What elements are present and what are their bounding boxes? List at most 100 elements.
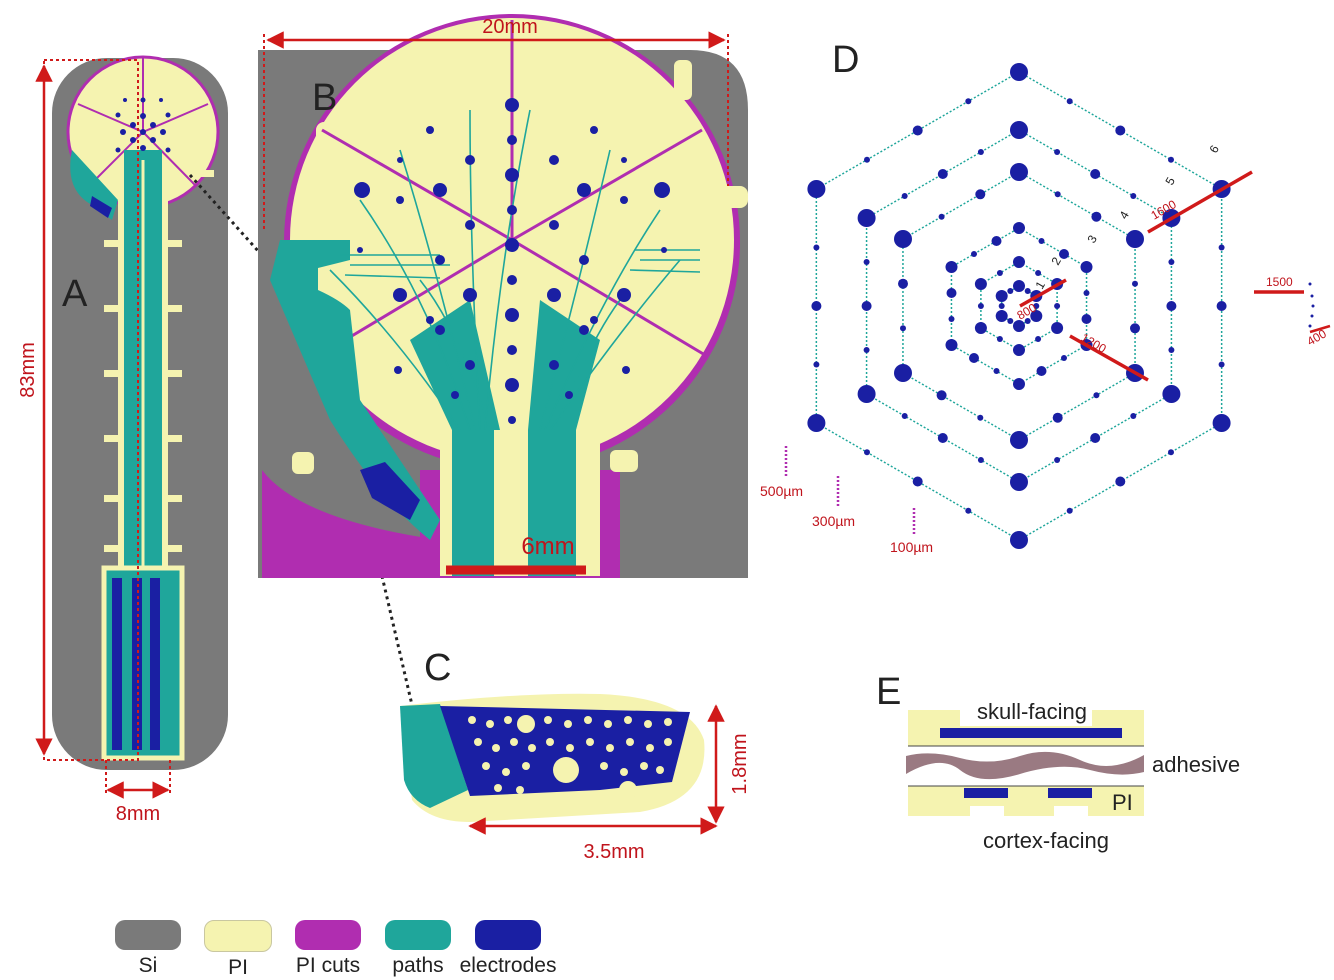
hex-electrode [1007, 318, 1014, 324]
hex-electrode [813, 244, 820, 251]
hex-electrode [946, 288, 957, 298]
hex-electrode [1013, 280, 1025, 292]
hex-electrode [1115, 125, 1126, 136]
hex-electrode [813, 361, 820, 368]
panel-a-tip [70, 150, 118, 220]
legend-item-electrodes: electrodes [460, 920, 556, 980]
hex-electrode [1168, 347, 1175, 353]
panel-b-width-label: 20mm [482, 16, 538, 38]
panel-e-cortex-facing: cortex-facing [983, 828, 1109, 853]
hex-electrode [811, 301, 822, 311]
hex-electrode [1033, 303, 1040, 309]
hex-electrode [965, 98, 972, 105]
hex-electrode [1218, 361, 1225, 368]
hex-electrode [894, 364, 912, 382]
panel-d-spacing-1200: 1200 [1079, 330, 1109, 356]
panel-d-hex-rings [815, 71, 1223, 541]
legend: Si PI PI cuts paths electrodes [108, 920, 556, 980]
pi-swatch-icon [204, 920, 272, 952]
hex-electrode [975, 189, 986, 200]
panel-c-length-label: 3.5mm [583, 841, 644, 863]
hex-electrode [861, 301, 872, 311]
panel-e-adhesive-label: adhesive [1152, 752, 1240, 777]
panel-c-holes [468, 715, 672, 799]
panel-a-label: A [62, 273, 88, 315]
hex-electrode [977, 414, 984, 421]
hex-electrode [1010, 531, 1028, 549]
hex-electrode [894, 230, 912, 248]
hex-electrode [1061, 355, 1067, 361]
hex-electrode [807, 180, 826, 198]
hex-electrode [1132, 280, 1138, 287]
hex-electrode [993, 368, 1000, 374]
hex-electrode [1168, 156, 1174, 163]
hex-electrode [977, 303, 984, 309]
panel-d-spacing-400: 400 [1305, 326, 1330, 348]
panel-b-tabs [292, 60, 748, 474]
legend-item-paths: paths [378, 920, 458, 980]
panel-b: 20mm 6mm B [258, 14, 748, 578]
hex-electrode [991, 236, 1002, 246]
hex-electrode [995, 290, 1008, 302]
si-swatch-icon [115, 920, 181, 950]
hex-electrode [974, 322, 987, 334]
hex-electrode [969, 353, 979, 363]
hex-electrode [974, 278, 987, 290]
hex-electrode [1030, 310, 1043, 322]
panel-e-cortex-electrode-1 [964, 788, 1008, 798]
panel-a-length-label: 83mm [17, 342, 39, 398]
hex-electrode [1093, 392, 1100, 399]
hex-electrode [1013, 344, 1025, 356]
hex-electrode [1166, 301, 1177, 311]
hex-electrode [912, 125, 923, 136]
panel-b-label: B [312, 77, 337, 119]
panel-c-height-label: 1.8mm [729, 733, 751, 794]
legend-label-paths: paths [392, 954, 444, 977]
hex-electrode [937, 169, 948, 179]
connector-a-b [188, 173, 270, 264]
hex-electrode [995, 310, 1008, 322]
hex-electrode [945, 339, 958, 351]
hex-electrode [1126, 230, 1144, 248]
panel-d-spacing-1500: 1500 [1266, 275, 1293, 289]
hex-electrode [936, 390, 947, 401]
hex-electrode [857, 385, 876, 403]
hex-electrode [1013, 378, 1025, 390]
hex-electrode [863, 259, 870, 265]
hex-electrode [1130, 193, 1137, 199]
hex-electrode [1007, 288, 1014, 294]
hex-electrode [1090, 169, 1101, 179]
hex-electrode [1036, 366, 1047, 376]
hex-electrode [1010, 473, 1028, 491]
panel-e-adhesive [906, 751, 1144, 780]
panel-d-diameter-500: 500µm [760, 483, 803, 499]
hex-electrode [996, 336, 1003, 342]
hex-electrode [1010, 121, 1028, 139]
panel-d-spacing-bar-1200 [1069, 334, 1149, 382]
hex-electrode [1024, 288, 1031, 294]
hex-electrode [900, 325, 906, 332]
panel-d-label: D [832, 39, 859, 81]
hex-electrode [1066, 507, 1073, 514]
hex-electrode [901, 413, 908, 419]
hex-electrode [857, 209, 876, 227]
legend-label-pi: PI [228, 956, 248, 979]
hex-electrode [1013, 256, 1025, 268]
panel-e-skull-facing: skull-facing [977, 699, 1087, 724]
panel-a-tip-electrodes [90, 196, 112, 218]
panel-e: skull-facing adhesive PI cortex-facing E [876, 671, 1240, 853]
panel-d-ring-4: 4 [1116, 208, 1132, 221]
panel-e-pi-label: PI [1112, 790, 1133, 815]
hex-electrode [1081, 314, 1092, 324]
hex-electrode [1035, 270, 1042, 276]
panel-e-skull-electrode [940, 728, 1122, 738]
hex-electrode [965, 507, 972, 514]
panel-d: 1 2 3 4 5 6 800 1200 1600 1500 400 500µm… [760, 39, 1331, 555]
panel-a-tabs [72, 170, 214, 552]
panel-d-spacing-bar-1600 [1147, 170, 1253, 234]
hex-electrode [1130, 413, 1137, 419]
panel-a-width-label: 8mm [116, 803, 160, 825]
hex-electrode [998, 303, 1005, 309]
hex-ring [815, 71, 1223, 541]
